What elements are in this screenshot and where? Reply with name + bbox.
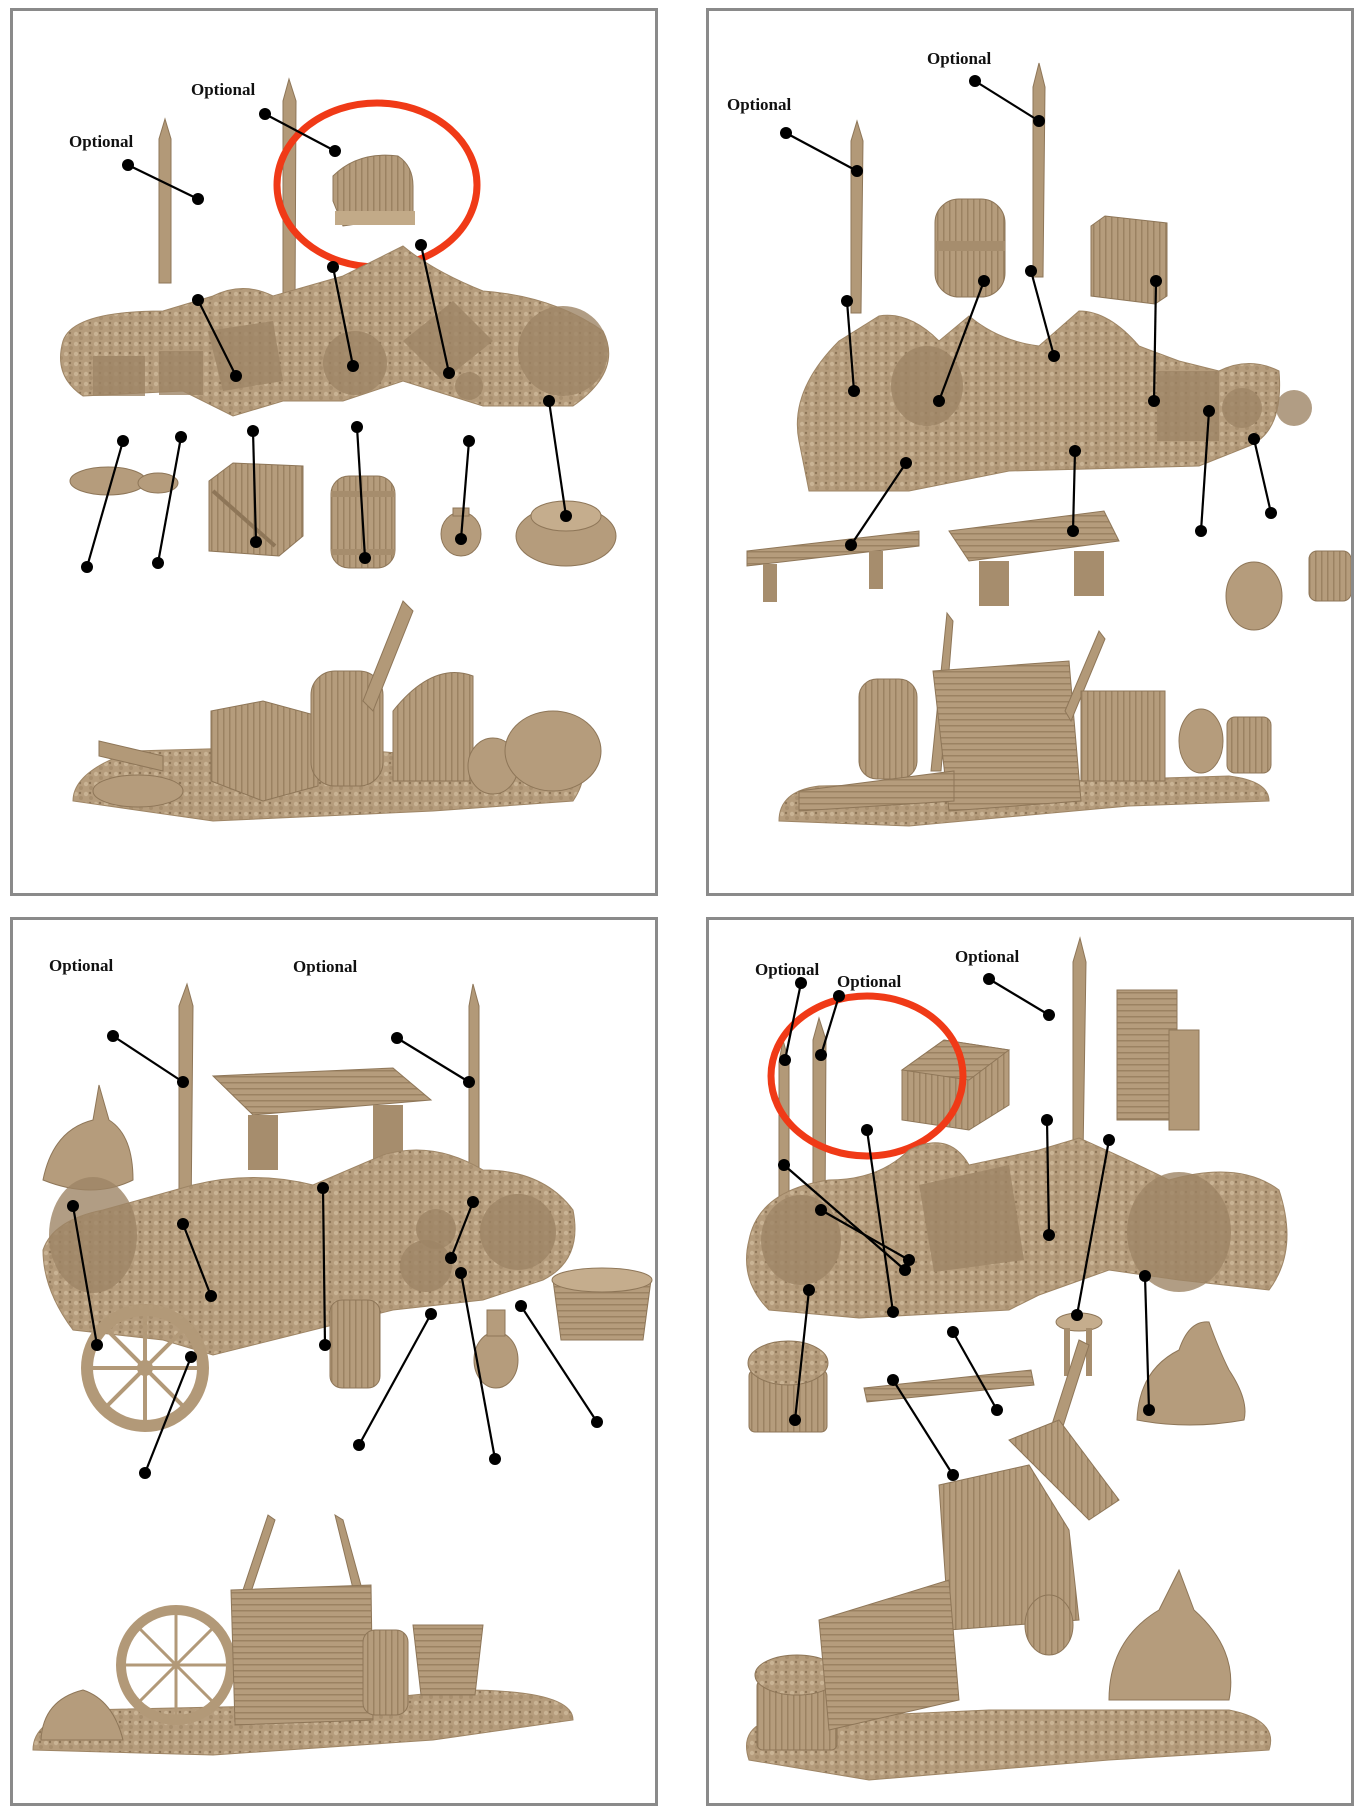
- leader-dots: [778, 973, 1155, 1481]
- optional-label: Optional: [727, 95, 792, 114]
- panel-top-left: Optional Optional: [10, 8, 658, 896]
- optional-label: Optional: [191, 80, 256, 99]
- table-icon: [948, 510, 1120, 606]
- bucket-icon: [1308, 550, 1351, 602]
- stake-icon: [178, 982, 194, 1221]
- rope-barrel-icon: [934, 198, 1006, 298]
- leader-dots: [67, 1030, 603, 1479]
- base-tile-icon: [60, 245, 610, 417]
- table-icon: [211, 1067, 433, 1170]
- highlight-ring: [767, 992, 967, 1160]
- leader-lines: [783, 978, 1151, 1476]
- optional-label: Optional: [955, 947, 1020, 966]
- base-tile-icon: [746, 1137, 1288, 1319]
- leader-dots: [81, 108, 572, 573]
- sack-icon: [42, 1084, 134, 1191]
- vase-icon: [473, 1309, 519, 1389]
- optional-label: Optional: [69, 132, 134, 151]
- sack-icon: [1136, 1321, 1246, 1426]
- panel-bottom-left: Optional Optional: [10, 917, 658, 1806]
- treasure-chest-icon: [332, 154, 415, 227]
- panel-bottom-right: Optional Optional Optional: [706, 917, 1354, 1806]
- planks-icon: [863, 1369, 1035, 1403]
- large-crate-icon: [900, 1039, 1011, 1131]
- assembled-model-icon: [778, 611, 1272, 827]
- optional-label: Optional: [49, 956, 114, 975]
- crate-icon: [1090, 215, 1168, 305]
- exploded-diagram-2: [746, 62, 1351, 827]
- leader-dots: [780, 75, 1277, 551]
- leader-lines: [85, 113, 568, 568]
- wicker-basket-icon: [551, 1267, 653, 1341]
- wagon-wheel-icon: [81, 1304, 209, 1432]
- optional-label: Optional: [837, 972, 902, 991]
- assembled-model-icon: [746, 1339, 1271, 1781]
- exploded-diagram-3: [32, 982, 653, 1756]
- leader-lines: [71, 1035, 598, 1474]
- leader-lines: [785, 80, 1273, 546]
- exploded-diagram-1: [60, 77, 617, 822]
- optional-label: Optional: [293, 957, 358, 976]
- grain-tub-icon: [747, 1340, 829, 1433]
- stake-icon: [282, 77, 297, 307]
- stake-icon: [158, 117, 172, 284]
- panel-top-right: Optional Optional: [706, 8, 1354, 896]
- optional-label: Optional: [755, 960, 820, 979]
- rope-jar-icon: [1225, 561, 1283, 631]
- stake-icon: [1032, 62, 1046, 278]
- stake-icon: [850, 119, 864, 314]
- small-barrel-icon: [329, 1299, 381, 1389]
- sandbags-icon: [69, 466, 179, 496]
- assembled-model-icon: [32, 1513, 574, 1756]
- bench-icon: [746, 530, 920, 602]
- optional-label: Optional: [927, 49, 992, 68]
- chair-icon: [1116, 989, 1200, 1131]
- base-tile-icon: [796, 310, 1312, 492]
- stake-icon: [1072, 936, 1087, 1157]
- assembled-model-icon: [72, 600, 602, 822]
- exploded-diagram-4: [746, 936, 1288, 1781]
